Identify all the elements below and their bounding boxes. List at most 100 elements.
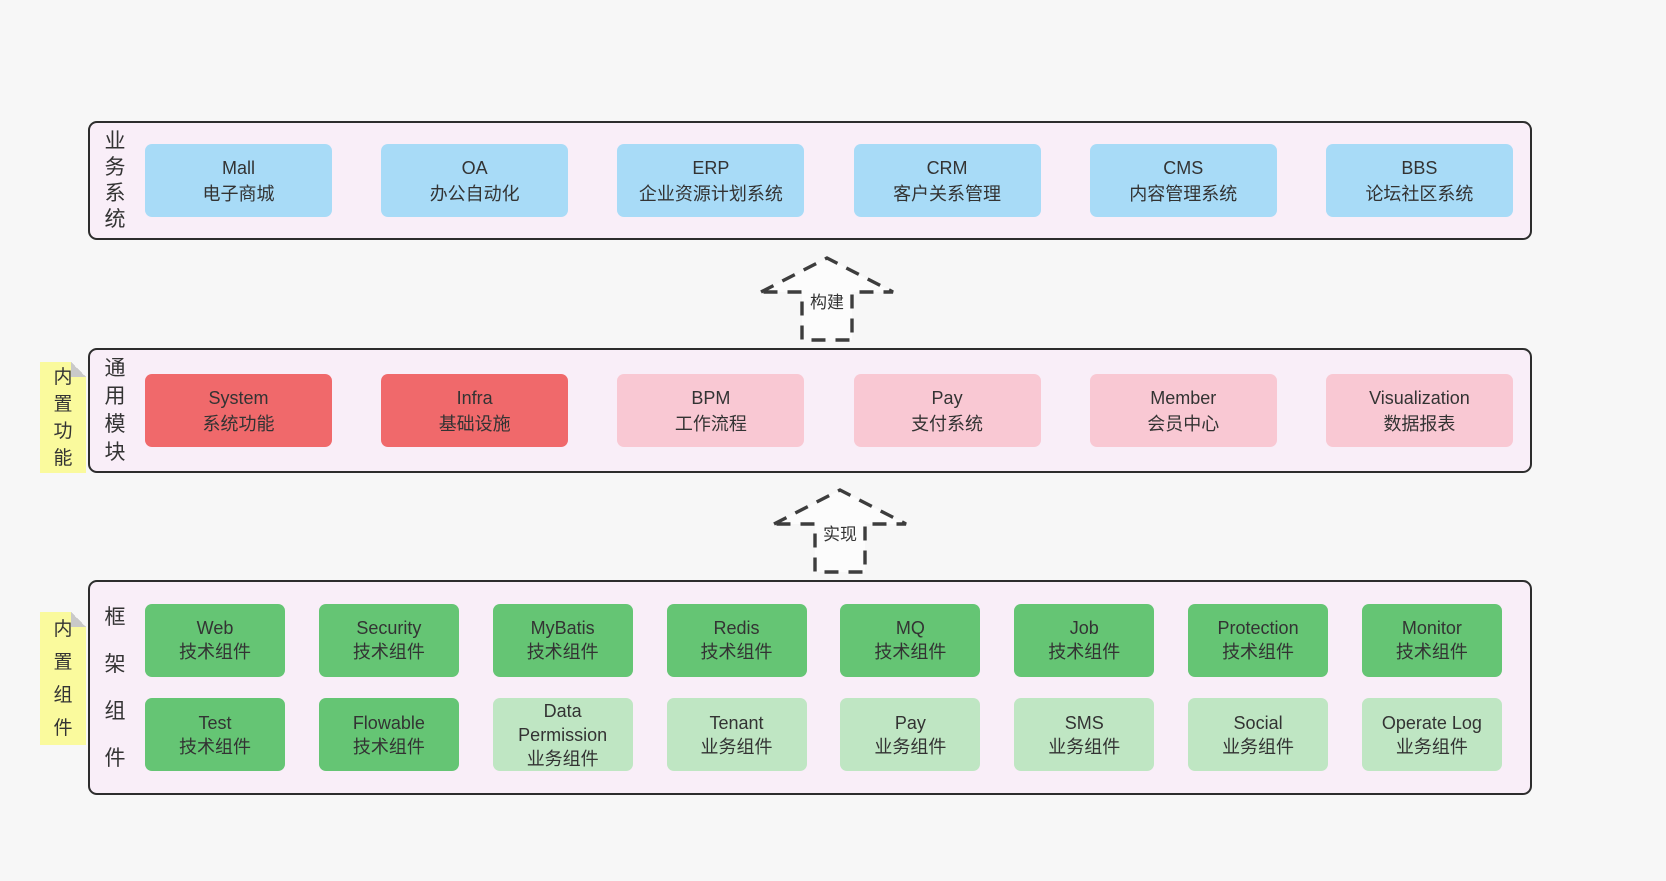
sticky-note-builtin-components: 内置组件: [40, 612, 86, 745]
panel-business-label: 业务系统: [100, 123, 130, 238]
box-subtitle: 技术组件: [874, 642, 947, 663]
box-test: Test 技术组件: [145, 698, 285, 772]
box-subtitle: 技术组件: [179, 642, 251, 663]
box-web: Web 技术组件: [145, 603, 285, 677]
box-title: Social: [1233, 712, 1283, 733]
box-bpm: BPM 工作流程: [617, 374, 805, 447]
box-protection: Protection 技术组件: [1188, 603, 1329, 677]
box-title: Flowable: [352, 712, 425, 733]
box-subtitle: 业务组件: [1048, 736, 1121, 757]
box-title: BBS: [1401, 157, 1438, 178]
box-title: Job: [1069, 618, 1099, 639]
panel-common-modules: 通用模块 System 系统功能 Infra 基础设施 BPM 工作流程 Pay 支付系统 Me…: [88, 348, 1532, 473]
box-member: Member 会员中心: [1089, 374, 1277, 447]
box-subtitle: 基础设施: [438, 413, 511, 434]
modules-boxes-area: System 系统功能 Infra 基础设施 BPM 工作流程 Pay 支付系统 Member 会…: [145, 350, 1513, 471]
box-title: ERP: [692, 157, 730, 178]
box-subtitle: 数据报表: [1383, 413, 1456, 434]
box-subtitle: 支付系统: [911, 413, 984, 434]
box-subtitle: 技术组件: [179, 736, 251, 757]
box-title: Monitor: [1401, 618, 1462, 639]
box-subtitle: 业务组件: [1395, 736, 1468, 757]
box-title: Tenant: [709, 712, 764, 733]
box-infra: Infra 基础设施: [381, 374, 569, 447]
box-subtitle: 技术组件: [700, 642, 773, 663]
box-title: Pay: [931, 387, 963, 408]
box-subtitle: 会员中心: [1147, 413, 1220, 434]
box-title: CRM: [926, 157, 968, 178]
box-system: System 系统功能: [145, 374, 332, 447]
arrow-build-label: 构建: [807, 288, 847, 313]
box-title: Mall: [221, 157, 255, 178]
box-title: Test: [198, 712, 232, 733]
panel-components-label-text: 框架组件: [104, 605, 126, 770]
box-bbs: BBS 论坛社区系统: [1325, 144, 1513, 217]
box-redis: Redis 技术组件: [666, 603, 807, 677]
box-flowable: Flowable 技术组件: [318, 698, 459, 772]
box-title: MQ: [895, 618, 925, 639]
box-mq: MQ 技术组件: [840, 603, 981, 677]
box-subtitle: 业务组件: [874, 736, 947, 757]
box-monitor: Monitor 技术组件: [1361, 603, 1502, 677]
box-title: Redis: [713, 618, 760, 639]
box-title: Data Permission: [518, 700, 608, 745]
arrow-build: 构建: [757, 252, 897, 344]
box-social: Social 业务组件: [1188, 698, 1329, 772]
box-tenant: Tenant 业务组件: [666, 698, 807, 772]
box-subtitle: 业务组件: [700, 736, 773, 757]
box-subtitle: 企业资源计划系统: [638, 183, 783, 204]
box-crm: CRM 客户关系管理: [853, 144, 1041, 217]
panel-modules-label-text: 通用模块: [104, 356, 126, 464]
box-title: Member: [1150, 387, 1217, 408]
box-title: Operate Log: [1381, 712, 1482, 733]
sticky-note-builtin-features-text: 内置功能: [53, 366, 73, 469]
box-visualization: Visualization 数据报表: [1325, 374, 1513, 447]
modules-row: System 系统功能 Infra 基础设施 BPM 工作流程 Pay 支付系统 Member 会…: [145, 374, 1513, 447]
box-subtitle: 技术组件: [352, 736, 425, 757]
box-subtitle: 客户关系管理: [893, 183, 1002, 204]
box-title: Security: [356, 618, 422, 639]
box-subtitle: 工作流程: [674, 413, 747, 434]
panel-components-label: 框架组件: [100, 582, 130, 793]
box-subtitle: 业务组件: [526, 748, 599, 769]
box-oa: OA 办公自动化: [381, 144, 569, 217]
panel-business-label-text: 业务系统: [104, 129, 126, 231]
box-subtitle: 内容管理系统: [1129, 183, 1238, 204]
arrow-implement-label: 实现: [820, 520, 860, 545]
box-title: Web: [196, 618, 234, 639]
box-title: Pay: [894, 712, 926, 733]
box-operate-log: Operate Log 业务组件: [1361, 698, 1502, 772]
sticky-note-builtin-components-text: 内置组件: [53, 618, 73, 739]
box-pay: Pay 业务组件: [840, 698, 981, 772]
box-title: System: [208, 387, 269, 408]
sticky-note-builtin-features: 内置功能: [40, 362, 86, 473]
box-title: Infra: [456, 387, 493, 408]
box-title: Protection: [1217, 618, 1299, 639]
box-erp: ERP 企业资源计划系统: [617, 144, 805, 217]
box-subtitle: 论坛社区系统: [1365, 183, 1474, 204]
box-subtitle: 技术组件: [1222, 642, 1295, 663]
box-title: BPM: [691, 387, 731, 408]
box-pay: Pay 支付系统: [853, 374, 1041, 447]
box-title: OA: [461, 157, 488, 178]
panel-modules-label: 通用模块: [100, 350, 130, 471]
box-subtitle: 技术组件: [1395, 642, 1468, 663]
box-title: Visualization: [1369, 387, 1470, 408]
box-subtitle: 系统功能: [202, 413, 275, 434]
box-subtitle: 办公自动化: [429, 183, 520, 204]
box-subtitle: 业务组件: [1222, 736, 1295, 757]
